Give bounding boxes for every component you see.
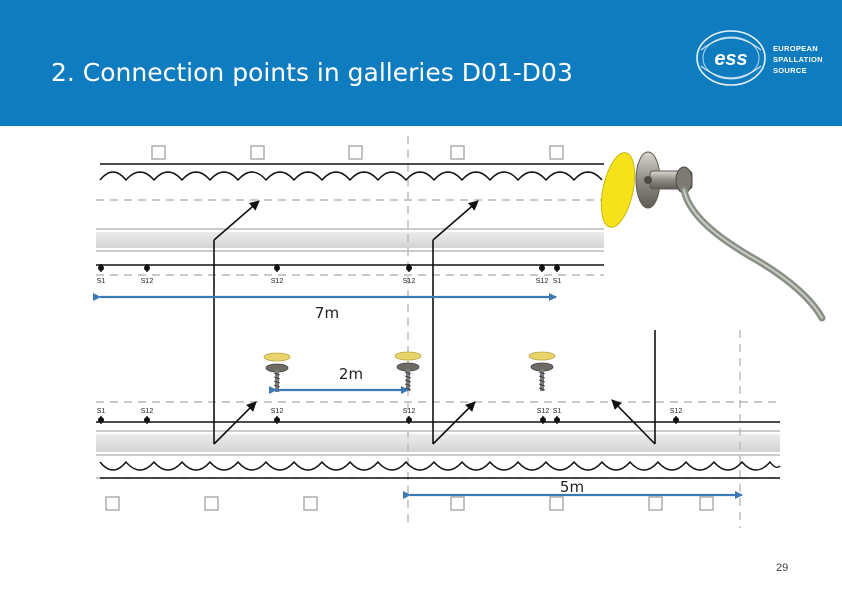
- connection-points: [263, 351, 556, 392]
- rail-point-s12: S12: [403, 408, 416, 424]
- photo-yellow-disc: [600, 152, 636, 228]
- bottom-gallery-band: [96, 434, 780, 452]
- rail-point-s1: S1: [97, 408, 106, 424]
- rail-point-label: S12: [670, 408, 683, 415]
- photo-cable: [680, 186, 826, 322]
- rail-point-label: S1: [553, 408, 562, 415]
- logo-mark: ess: [714, 48, 747, 70]
- rail-point-label: S12: [403, 408, 416, 415]
- photo-bolt-hole: [644, 176, 652, 184]
- photo-cable-highlight: [683, 189, 823, 319]
- rail-point-s12: S12: [536, 264, 549, 285]
- rail-point-label: S1: [553, 278, 562, 285]
- page-number: 29: [776, 562, 789, 574]
- rail-point-label: S12: [271, 408, 284, 415]
- rail-point-s12: S12: [141, 264, 154, 285]
- rail-point-label: S1: [97, 278, 106, 285]
- connection-point-fixture: [263, 352, 291, 392]
- slide-title: 2. Connection points in galleries D01-D0…: [51, 58, 573, 87]
- connection-point-fixture: [394, 351, 422, 391]
- rail-point-s12: S12: [271, 264, 284, 285]
- rail-point-label: S12: [403, 278, 416, 285]
- rail-point-s12: S12: [271, 408, 284, 424]
- measure-label-2m: 2m: [339, 365, 363, 383]
- rail-point-s1: S1: [553, 408, 562, 424]
- top-rail-points: S1 S12 S12 S12 S12 S1: [97, 264, 562, 285]
- rail-point-label: S12: [536, 278, 549, 285]
- logo-line: EUROPEAN: [773, 44, 818, 53]
- rail-point-s1: S1: [553, 264, 562, 285]
- rail-point-s12: S12: [141, 408, 154, 424]
- rail-point-label: S12: [141, 408, 154, 415]
- bottom-wall-outline: [99, 460, 781, 471]
- rail-point-s12: S12: [403, 264, 416, 285]
- logo-wordmark: EUROPEAN SPALLATION SOURCE: [773, 43, 823, 76]
- ess-logo: ess: [696, 30, 766, 86]
- header-bar: 2. Connection points in galleries D01-D0…: [0, 0, 842, 126]
- cable-runs: [213, 240, 656, 444]
- rail-point-label: S12: [537, 408, 550, 415]
- measure-label-5m: 5m: [560, 478, 584, 496]
- rail-point-s1: S1: [97, 264, 106, 285]
- connection-point-fixture: [528, 351, 556, 391]
- measure-label-7m: 7m: [315, 304, 339, 322]
- rail-point-s12: S12: [537, 408, 550, 424]
- logo-line: SOURCE: [773, 66, 807, 75]
- rail-point-label: S12: [271, 278, 284, 285]
- rail-point-label: S12: [141, 278, 154, 285]
- top-wall-outline: [99, 171, 603, 182]
- logo-line: SPALLATION: [773, 55, 823, 64]
- rail-point-s12: S12: [670, 408, 683, 424]
- top-gallery-band: [96, 232, 604, 248]
- connection-point-photo: [600, 151, 826, 322]
- rail-point-label: S1: [97, 408, 106, 415]
- direction-arrows: [213, 200, 656, 445]
